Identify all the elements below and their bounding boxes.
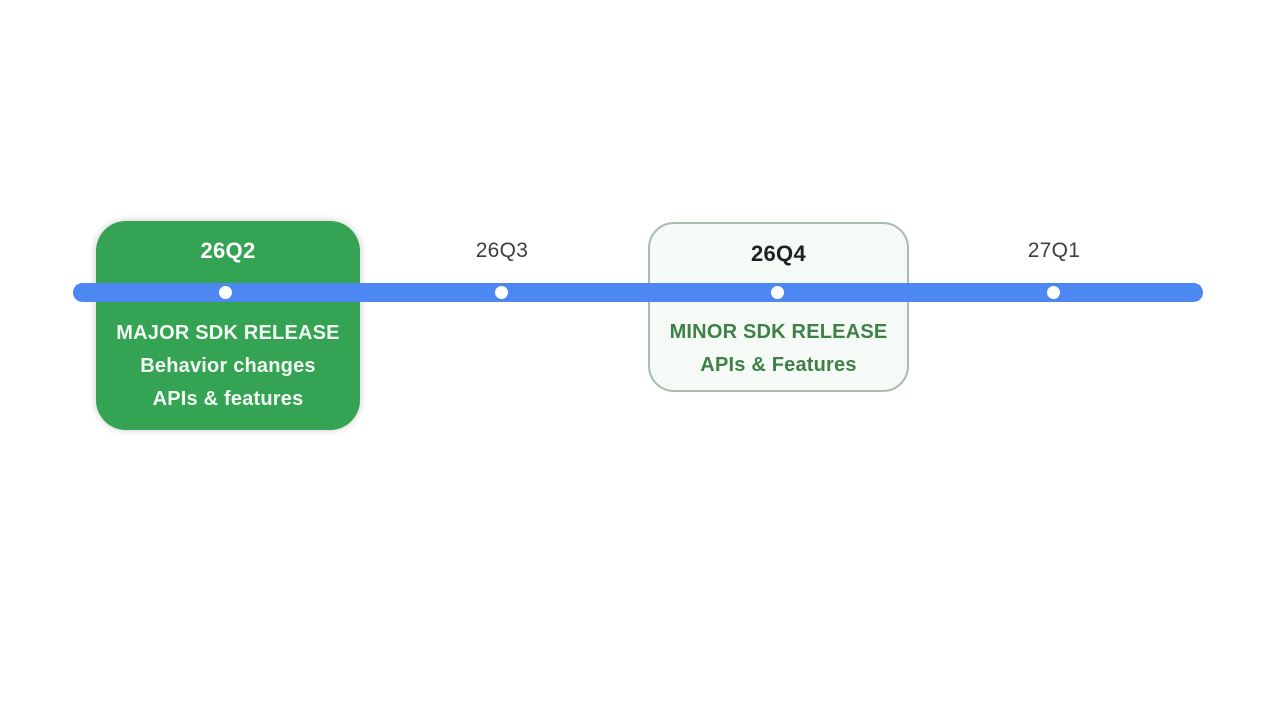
- minor-card-title: 26Q4: [750, 241, 807, 266]
- minor-card-line-2: APIs & Features: [700, 354, 857, 376]
- timeline-bar: [73, 283, 1203, 302]
- timeline-dot-26q3: [495, 286, 508, 299]
- minor-card-body: MINOR SDK RELEASE APIs & Features: [650, 316, 907, 382]
- quarter-label-26q3: 26Q3: [475, 239, 529, 262]
- minor-release-card: 26Q4 MINOR SDK RELEASE APIs & Features: [648, 222, 909, 392]
- quarter-label-27q1: 27Q1: [1027, 239, 1081, 262]
- major-card-line-3: APIs & features: [152, 388, 304, 410]
- major-card-title: 26Q2: [200, 238, 256, 263]
- minor-card-line-1: MINOR SDK RELEASE: [669, 321, 888, 343]
- timeline-dot-26q2: [219, 286, 232, 299]
- major-card-line-2: Behavior changes: [140, 355, 316, 377]
- major-release-card: 26Q2 MAJOR SDK RELEASE Behavior changes …: [96, 221, 360, 430]
- timeline-dot-27q1: [1047, 286, 1060, 299]
- major-card-line-1: MAJOR SDK RELEASE: [116, 322, 340, 344]
- timeline-dot-26q4: [771, 286, 784, 299]
- major-card-body: MAJOR SDK RELEASE Behavior changes APIs …: [96, 317, 360, 416]
